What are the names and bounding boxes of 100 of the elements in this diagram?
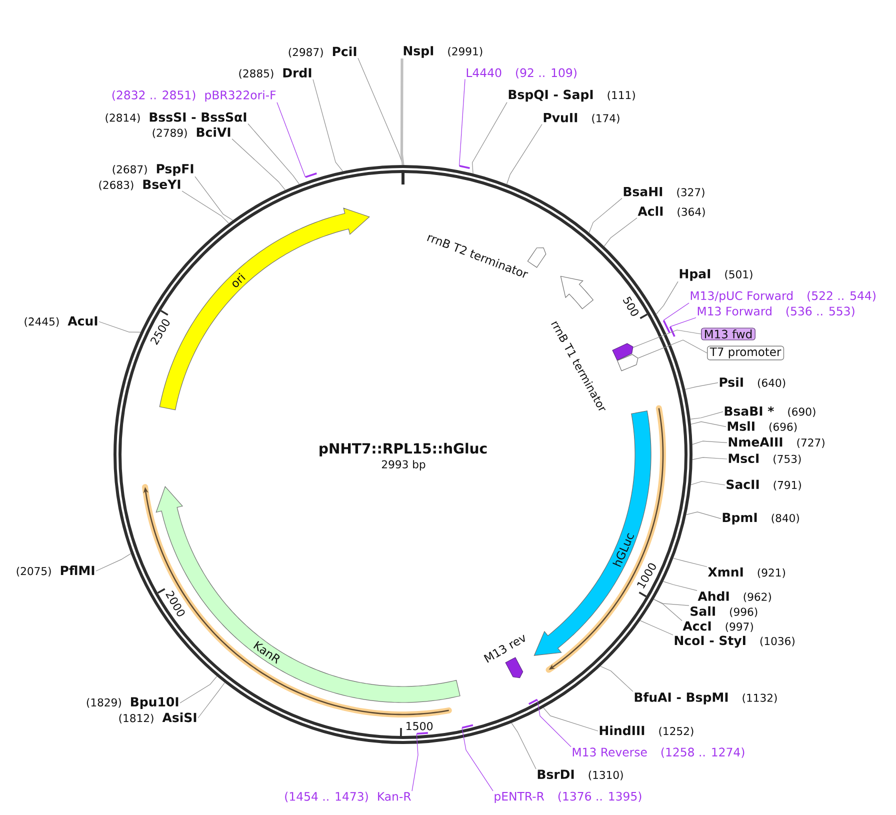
primer-mark	[305, 172, 317, 178]
site-position: (327)	[677, 188, 704, 198]
primer-mark	[462, 724, 474, 729]
enzyme-name: PvuII	[544, 113, 578, 122]
site-position: (1829)	[86, 698, 121, 708]
site-position: (696)	[769, 422, 797, 432]
primer-mark	[662, 320, 670, 334]
site-position: (1252)	[659, 726, 694, 736]
site-position: (791)	[774, 480, 801, 490]
leader-line	[690, 421, 726, 427]
enzyme-name: PciI	[332, 46, 356, 56]
enzyme-name: MscI	[728, 454, 758, 464]
site-position: (2987)	[288, 48, 323, 58]
site-position: (727)	[797, 438, 824, 448]
leader-line	[632, 330, 702, 348]
primer-name: pBR322ori-F	[205, 90, 276, 102]
enzyme-name: MslI	[728, 421, 754, 431]
leader-line	[672, 558, 708, 568]
site-position: (921)	[758, 568, 786, 578]
primer-name: L4440	[466, 68, 502, 78]
enzyme-name: BsaBI *	[724, 406, 774, 416]
site-position: (2687)	[112, 165, 147, 175]
leader-line	[96, 553, 132, 572]
site-position: (111)	[608, 90, 635, 100]
site-position: (690)	[788, 407, 816, 418]
primer-range: (1454 .. 1473)	[285, 792, 368, 802]
site-position: (2075)	[16, 566, 51, 576]
primer-mark	[416, 732, 428, 735]
site-position: (996)	[730, 608, 758, 618]
primer-range: (536 .. 553)	[786, 306, 854, 317]
enzyme-name: BspQI - SapI	[508, 90, 593, 102]
leader-line	[670, 317, 696, 328]
leader-line	[472, 102, 508, 174]
enzyme-name: NcoI - StyI	[674, 636, 746, 648]
site-position: (501)	[725, 270, 752, 280]
leader-line	[194, 176, 234, 221]
leader-line	[462, 727, 494, 792]
enzyme-name: BpmI	[722, 512, 757, 525]
enzyme-name: PflMI	[60, 566, 94, 576]
leader-line	[638, 340, 708, 358]
primer-name: M13 Forward	[698, 306, 772, 316]
primer-mark	[459, 165, 470, 169]
leader-line	[511, 722, 536, 770]
enzyme-name: BssSI - BssSαI	[150, 112, 246, 122]
leader-line	[653, 598, 682, 622]
leader-line	[412, 733, 418, 792]
leader-line	[537, 699, 572, 748]
leader-line	[506, 124, 542, 185]
enzyme-name: AccI	[682, 621, 711, 631]
leader-line	[690, 481, 726, 486]
enzyme-name: XmnI	[708, 567, 743, 577]
leader-line	[232, 138, 286, 190]
enzyme-name: NspI	[404, 46, 434, 58]
primer-name: pENTR-R	[494, 792, 544, 803]
site-position: (753)	[774, 454, 801, 464]
enzyme-name: BciVI	[196, 127, 230, 137]
primer-range: (1376 .. 1395)	[558, 792, 642, 802]
enzyme-name: AclI	[638, 206, 663, 216]
enzyme-name: AcuI	[68, 316, 98, 326]
leader-line	[458, 78, 466, 166]
leader-line	[686, 512, 722, 519]
leader-line	[543, 707, 598, 732]
label-box: T7 promoter	[707, 346, 784, 360]
site-position: (2991)	[448, 47, 482, 57]
site-position: (2814)	[106, 113, 140, 124]
leader-line	[98, 321, 141, 332]
leader-line	[692, 457, 728, 460]
enzyme-name: AsiSI	[162, 712, 196, 722]
leader-line	[312, 79, 344, 172]
site-position: (174)	[592, 114, 620, 124]
leader-line	[600, 666, 634, 692]
enzyme-name: BsrDI	[538, 770, 574, 780]
enzyme-name: HindIII	[600, 726, 644, 736]
leader-line	[400, 58, 404, 166]
primer-mark	[528, 698, 538, 705]
label-box: M13 fwd	[701, 328, 756, 340]
site-position: (962)	[744, 592, 771, 602]
leader-line	[640, 620, 674, 636]
leader-line	[684, 382, 718, 390]
enzyme-name: NmeAIII	[728, 437, 782, 447]
primer-symbol	[612, 343, 634, 361]
primer-name: M13/pUC Forward	[690, 291, 792, 302]
site-position: (2445)	[24, 317, 59, 327]
enzyme-name: PsiI	[720, 377, 743, 387]
site-position: (640)	[758, 378, 786, 388]
enzyme-name: PspFI	[156, 164, 194, 176]
leader-line	[663, 302, 690, 321]
site-position: (364)	[678, 208, 705, 218]
tick-label: 1500	[406, 722, 433, 730]
site-position: (997)	[726, 622, 753, 632]
enzyme-name: AhdI	[698, 591, 729, 601]
primer-mark	[669, 326, 676, 337]
enzyme-name: SalI	[690, 606, 715, 616]
primer-range: (522 .. 544)	[808, 291, 876, 302]
leader-line	[690, 411, 724, 420]
enzyme-name: BfuAI - BspMI	[634, 692, 728, 704]
leader-line	[662, 581, 698, 591]
primer-range: (92 .. 109)	[516, 68, 576, 78]
leader-line	[180, 676, 218, 704]
primer-range: (2832 .. 2851)	[112, 90, 196, 101]
